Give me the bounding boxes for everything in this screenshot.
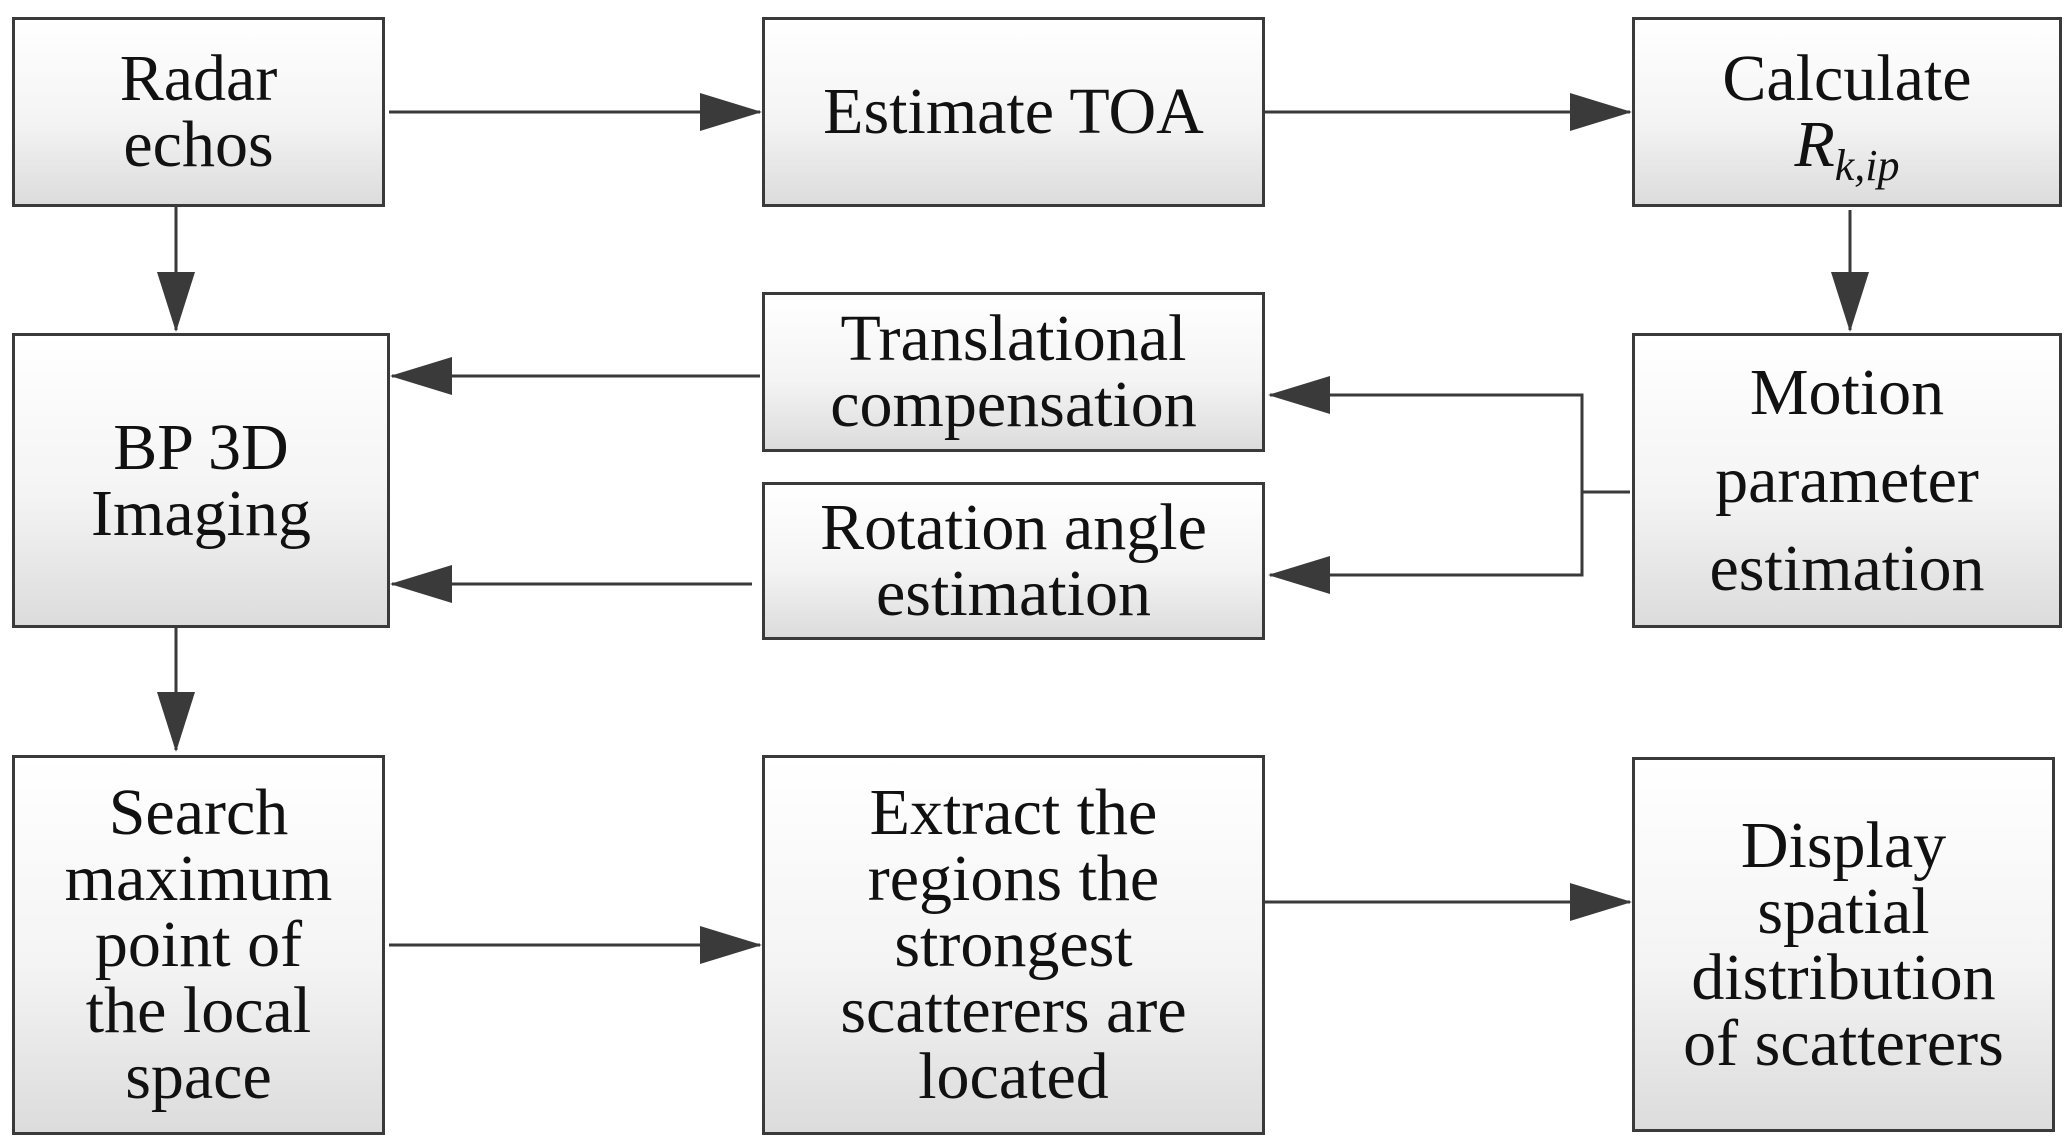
- box-translational-compensation: Translational compensation: [762, 292, 1265, 452]
- arrowhead: [1268, 556, 1330, 594]
- arrowhead: [700, 93, 762, 131]
- box-motion-parameter-estimation: Motion parameter estimation: [1632, 333, 2062, 628]
- arrowhead: [390, 357, 452, 395]
- box-search-maximum-point: Search maximum point of the local space: [12, 755, 385, 1135]
- box-text: Imaging: [91, 476, 311, 550]
- box-radar-echos: Radar echos: [12, 17, 385, 207]
- arrowhead: [390, 565, 452, 603]
- arrowhead: [1268, 376, 1330, 414]
- box-text: Search: [108, 776, 289, 849]
- box-text: Motion: [1749, 355, 1945, 429]
- arrowhead: [1570, 93, 1632, 131]
- box-text: strongest: [894, 908, 1133, 981]
- arrowhead: [157, 692, 195, 752]
- box-text: maximum: [64, 842, 333, 915]
- box-text: Calculate: [1722, 42, 1972, 115]
- box-text: distribution: [1691, 940, 1996, 1014]
- box-text: Rotation angle: [820, 491, 1207, 564]
- arrowhead: [700, 926, 762, 964]
- box-display-spatial-distribution: Display spatial distribution of scattere…: [1632, 757, 2055, 1132]
- box-text: Translational: [840, 302, 1187, 375]
- arrowhead: [1570, 883, 1632, 921]
- box-bp-imaging: BP 3D Imaging: [12, 333, 390, 628]
- box-text: point of: [94, 908, 303, 981]
- box-text: Estimate TOA: [823, 75, 1204, 148]
- box-text: located: [918, 1040, 1109, 1113]
- box-text: compensation: [830, 368, 1197, 441]
- box-text: scatterers are: [840, 974, 1187, 1047]
- box-text: spatial: [1757, 874, 1930, 948]
- box-text: estimation: [1709, 531, 1985, 605]
- box-text: the local: [85, 974, 312, 1047]
- box-text: space: [125, 1040, 272, 1113]
- box-text: of scatterers: [1683, 1006, 2004, 1080]
- box-text: Extract the: [869, 776, 1158, 849]
- box-text: Display: [1740, 808, 1947, 882]
- formula-r-k-ip: Rk,ip: [1794, 112, 1899, 188]
- arrowhead: [157, 272, 195, 332]
- box-text: regions the: [867, 842, 1160, 915]
- arrowhead: [1831, 272, 1869, 332]
- box-calculate: Calculate Rk,ip: [1632, 17, 2062, 207]
- box-text: BP 3D: [113, 410, 289, 484]
- formula-subscript: k,ip: [1834, 141, 1900, 190]
- box-text: Radar: [119, 42, 278, 115]
- formula-symbol: R: [1794, 108, 1835, 181]
- branch-motion-to-translational: [1270, 393, 1630, 494]
- box-text: parameter: [1715, 443, 1979, 517]
- box-text: echos: [123, 108, 274, 181]
- branch-motion-to-rotation: [1270, 492, 1584, 577]
- box-extract-regions: Extract the regions the strongest scatte…: [762, 755, 1265, 1135]
- box-estimate-toa: Estimate TOA: [762, 17, 1265, 207]
- box-text: estimation: [876, 557, 1151, 630]
- box-rotation-angle-estimation: Rotation angle estimation: [762, 482, 1265, 640]
